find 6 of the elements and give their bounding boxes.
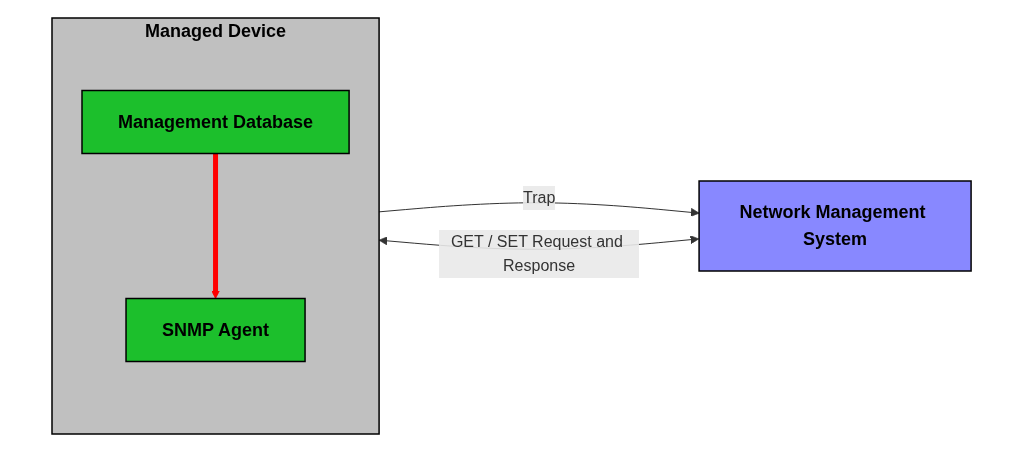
- edge-label: GET / SET Request and Response: [450, 233, 623, 274]
- node-box: Network Management System: [698, 180, 972, 272]
- edge-label: Trap: [522, 189, 556, 207]
- node-box: Management Database: [81, 89, 350, 155]
- node-box: SNMP Agent: [125, 297, 306, 363]
- arrow: [211, 153, 220, 299]
